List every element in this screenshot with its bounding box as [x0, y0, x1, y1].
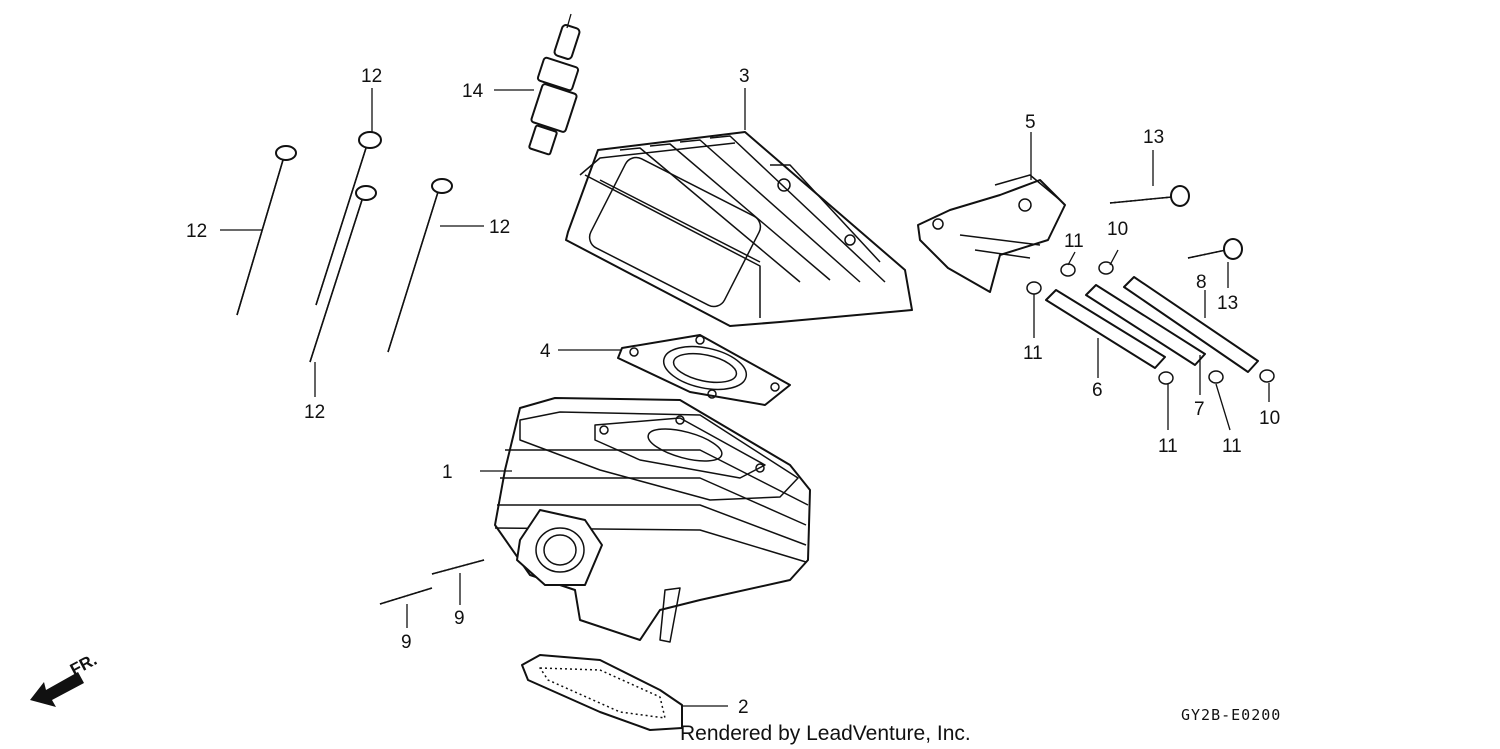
- callout-11-bottom-left: 11: [1158, 436, 1178, 457]
- callout-11-bottom-right: 11: [1222, 436, 1242, 457]
- leader-lines: [220, 88, 1270, 707]
- callout-1: 1: [442, 462, 453, 483]
- callout-10-top: 10: [1107, 219, 1128, 240]
- callout-2: 2: [738, 697, 749, 718]
- callout-12-bottom: 12: [304, 402, 325, 423]
- callout-10-bottom: 10: [1259, 408, 1280, 429]
- spark-plug: [528, 13, 581, 156]
- callout-5: 5: [1025, 112, 1036, 133]
- hoses: [1045, 276, 1259, 373]
- callout-6: 6: [1092, 380, 1103, 401]
- callout-12-right: 12: [489, 217, 510, 238]
- front-arrow-icon: [30, 672, 84, 707]
- callout-3: 3: [739, 66, 750, 87]
- cylinder: [494, 397, 811, 643]
- front-label: FR.: [67, 650, 100, 680]
- callout-13-bottom: 13: [1217, 293, 1238, 314]
- diagram-code: GY2B-E0200: [1181, 706, 1281, 724]
- callout-4: 4: [540, 341, 551, 362]
- callout-9-left: 9: [401, 632, 412, 653]
- cylinder-head: [565, 131, 913, 327]
- base-gasket: [521, 654, 683, 731]
- callout-13-top: 13: [1143, 127, 1164, 148]
- bolts-13: [1109, 185, 1243, 260]
- callout-11-mid: 11: [1023, 343, 1043, 364]
- stud-bolts: [236, 131, 453, 363]
- credit-text: Rendered by LeadVenture, Inc.: [680, 722, 971, 745]
- callout-11-top: 11: [1064, 231, 1084, 252]
- callout-7: 7: [1194, 399, 1205, 420]
- head-gasket: [617, 334, 791, 406]
- callout-14: 14: [462, 81, 484, 102]
- callout-12-left: 12: [186, 221, 207, 242]
- callout-12-top: 12: [361, 66, 382, 87]
- callout-9-right: 9: [454, 608, 465, 629]
- front-direction-arrow: FR.: [30, 650, 100, 707]
- short-studs: [379, 559, 485, 605]
- callout-8: 8: [1196, 272, 1207, 293]
- joint-housing: [917, 174, 1066, 293]
